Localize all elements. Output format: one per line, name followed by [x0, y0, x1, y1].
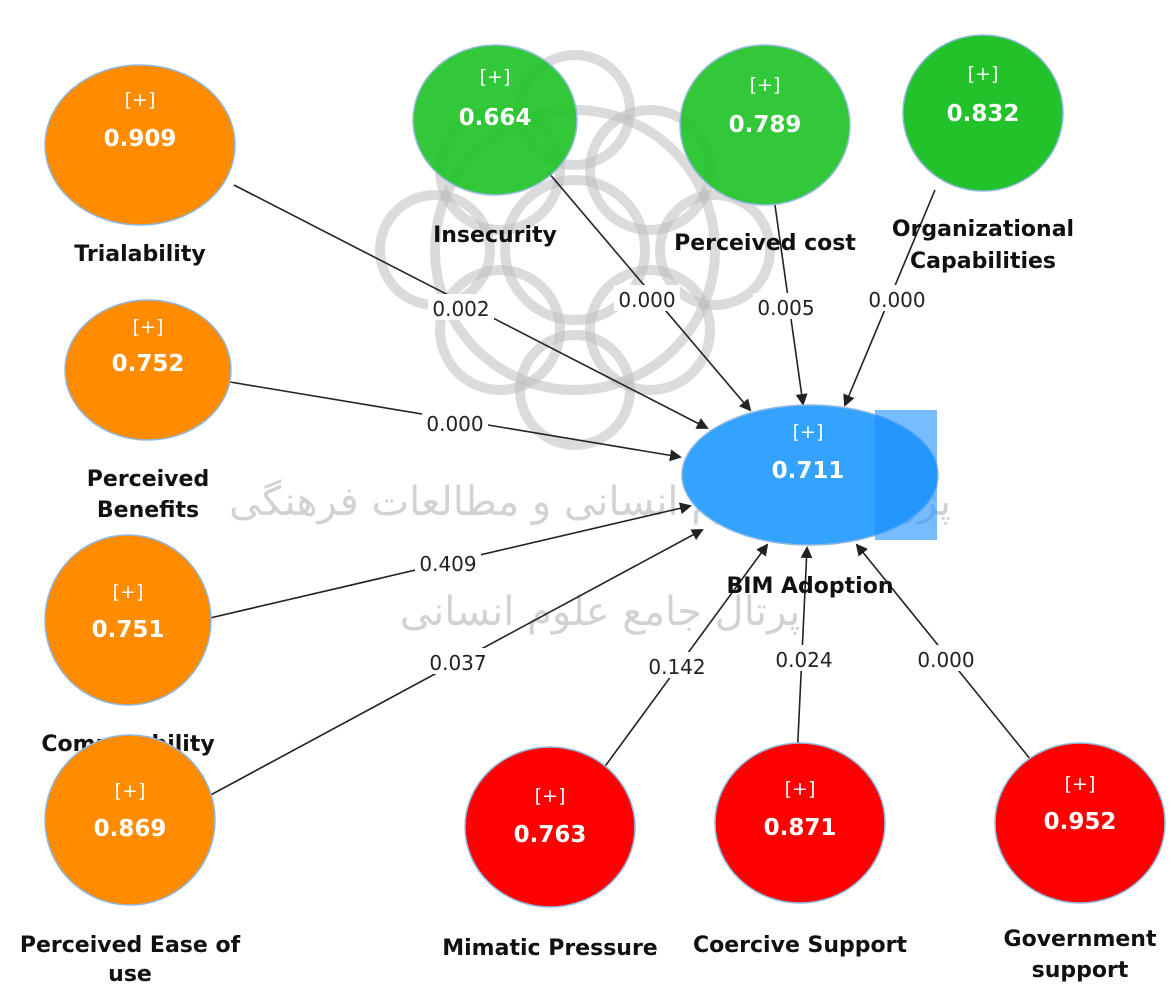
node-circle[interactable]: [714, 742, 886, 904]
node-value: 0.869: [94, 816, 167, 842]
node-value: 0.752: [112, 351, 185, 377]
path-value-mimatic-pressure: 0.142: [644, 652, 710, 679]
node-label: Coercive Support: [693, 933, 908, 958]
node-circle[interactable]: [994, 742, 1166, 904]
node-label-line2: support: [1032, 958, 1129, 983]
path-value-text: 0.000: [868, 288, 925, 312]
node-insecurity[interactable]: [+] 0.664 Insecurity: [412, 44, 578, 248]
node-value: 0.952: [1044, 809, 1117, 835]
path-value-text: 0.037: [429, 651, 486, 675]
node-circle[interactable]: [464, 746, 636, 908]
node-circle[interactable]: [679, 44, 851, 206]
path-value-trialability: 0.002: [428, 294, 494, 321]
path-value-government-support: 0.000: [913, 645, 979, 672]
expand-icon[interactable]: [+]: [125, 89, 156, 111]
node-circle[interactable]: [64, 299, 232, 441]
expand-icon[interactable]: [+]: [535, 785, 566, 807]
node-value: 0.751: [92, 617, 165, 643]
node-coercive-support[interactable]: [+] 0.871 Coercive Support: [693, 742, 908, 958]
path-value-text: 0.000: [426, 412, 483, 436]
node-label: Organizational: [892, 217, 1074, 242]
node-value: 0.909: [104, 126, 177, 152]
node-bim-adoption[interactable]: [+] 0.711 BIM Adoption: [681, 404, 939, 599]
node-circle[interactable]: [412, 44, 578, 196]
expand-icon[interactable]: [+]: [793, 421, 824, 443]
node-trialability[interactable]: [+] 0.909 Trialability: [44, 64, 236, 267]
expand-icon[interactable]: [+]: [750, 74, 781, 96]
expand-icon[interactable]: [+]: [1065, 773, 1096, 795]
node-mimatic-pressure[interactable]: [+] 0.763 Mimatic Pressure: [442, 746, 658, 961]
watermark-text-line2: پرتال جامع علوم انسانی: [400, 589, 801, 635]
node-circle[interactable]: [902, 34, 1064, 192]
path-value-text: 0.000: [618, 288, 675, 312]
node-label-line2: Capabilities: [910, 249, 1056, 274]
expand-icon[interactable]: [+]: [133, 316, 164, 338]
path-value-insecurity: 0.000: [614, 285, 680, 312]
node-value: 0.763: [514, 822, 587, 848]
node-label: Insecurity: [433, 223, 557, 248]
path-value-compatability: 0.409: [415, 549, 481, 576]
expand-icon[interactable]: [+]: [113, 581, 144, 603]
node-label: Perceived cost: [674, 231, 856, 256]
node-circle[interactable]: [681, 404, 939, 546]
path-value-coercive-support: 0.024: [771, 645, 837, 672]
node-value: 0.664: [459, 105, 532, 131]
path-values: 0.002 0.000 0.409 0.037 0.000 0.005 0.00…: [415, 285, 979, 679]
node-government-support[interactable]: [+] 0.952 Government support: [994, 742, 1166, 983]
node-label: Mimatic Pressure: [442, 936, 657, 961]
node-value: 0.871: [764, 815, 837, 841]
expand-icon[interactable]: [+]: [115, 780, 146, 802]
node-perceived-benefits[interactable]: [+] 0.752 Perceived Benefits: [64, 299, 232, 523]
node-value: 0.711: [772, 458, 845, 484]
node-label-line2: Benefits: [97, 498, 199, 523]
node-label: Perceived Ease of: [20, 933, 241, 958]
watermark: پژوهشگاه علوم انسانی و مطالعات فرهنگی پر…: [229, 50, 951, 635]
path-value-perceived-ease: 0.037: [425, 648, 491, 675]
node-label: BIM Adoption: [727, 574, 894, 599]
node-circle[interactable]: [44, 734, 216, 906]
node-label: Government: [1004, 927, 1157, 952]
node-label-line2: use: [108, 962, 152, 986]
node-perceived-cost[interactable]: [+] 0.789 Perceived cost: [674, 44, 856, 256]
path-value-perceived-cost: 0.005: [753, 293, 819, 320]
node-compatability[interactable]: [+] 0.751 Compatability: [41, 534, 215, 757]
node-circle[interactable]: [44, 534, 212, 706]
node-org-capabilities[interactable]: [+] 0.832 Organizational Capabilities: [892, 34, 1074, 274]
path-value-text: 0.005: [757, 296, 814, 320]
node-value: 0.832: [947, 101, 1020, 127]
node-circle[interactable]: [44, 64, 236, 226]
path-value-text: 0.002: [432, 297, 489, 321]
node-r2-fill: [875, 410, 937, 540]
latent-variable-nodes: [+] 0.909 Trialability [+] 0.752 Perceiv…: [20, 34, 1166, 986]
path-value-perceived-benefits: 0.000: [422, 409, 488, 436]
path-value-org-capabilities: 0.000: [864, 285, 930, 312]
node-value: 0.789: [729, 112, 802, 138]
node-perceived-ease[interactable]: [+] 0.869 Perceived Ease of use: [20, 734, 241, 986]
path-value-text: 0.024: [775, 648, 832, 672]
expand-icon[interactable]: [+]: [785, 778, 816, 800]
node-label: Trialability: [74, 242, 205, 267]
path-value-text: 0.000: [917, 648, 974, 672]
path-value-text: 0.142: [648, 655, 705, 679]
expand-icon[interactable]: [+]: [968, 63, 999, 85]
expand-icon[interactable]: [+]: [480, 66, 511, 88]
path-value-text: 0.409: [419, 552, 476, 576]
node-label: Perceived: [87, 467, 209, 492]
